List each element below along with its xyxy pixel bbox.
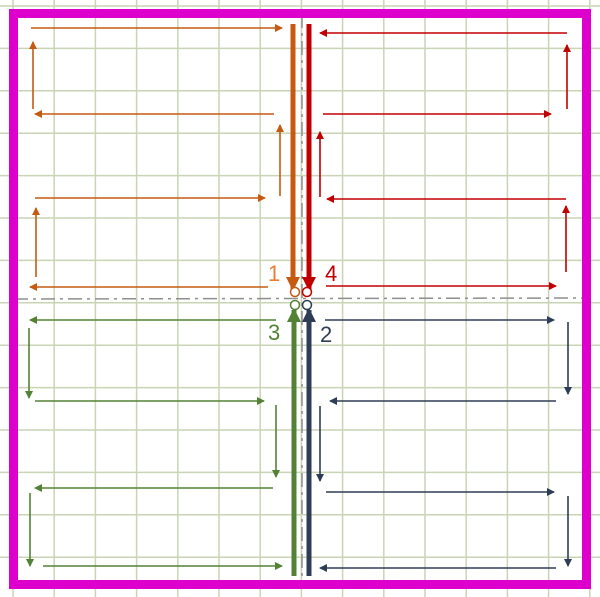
- outer-frame: [9, 9, 591, 589]
- quadrant-2-label: 2: [320, 322, 332, 347]
- quadrant-1-origin-marker: [289, 286, 301, 298]
- quadrant-3-label: 3: [268, 320, 280, 345]
- quadrant-4-label: 4: [325, 261, 337, 286]
- quadrant-4-origin-marker: [301, 286, 313, 298]
- quadrant-3-origin-marker: [289, 299, 301, 311]
- horizontal-axis: [13, 297, 587, 300]
- scan-arrows: [25, 24, 572, 576]
- quadrant-1-label: 1: [268, 261, 280, 286]
- quadrant-2-origin-marker: [301, 299, 313, 311]
